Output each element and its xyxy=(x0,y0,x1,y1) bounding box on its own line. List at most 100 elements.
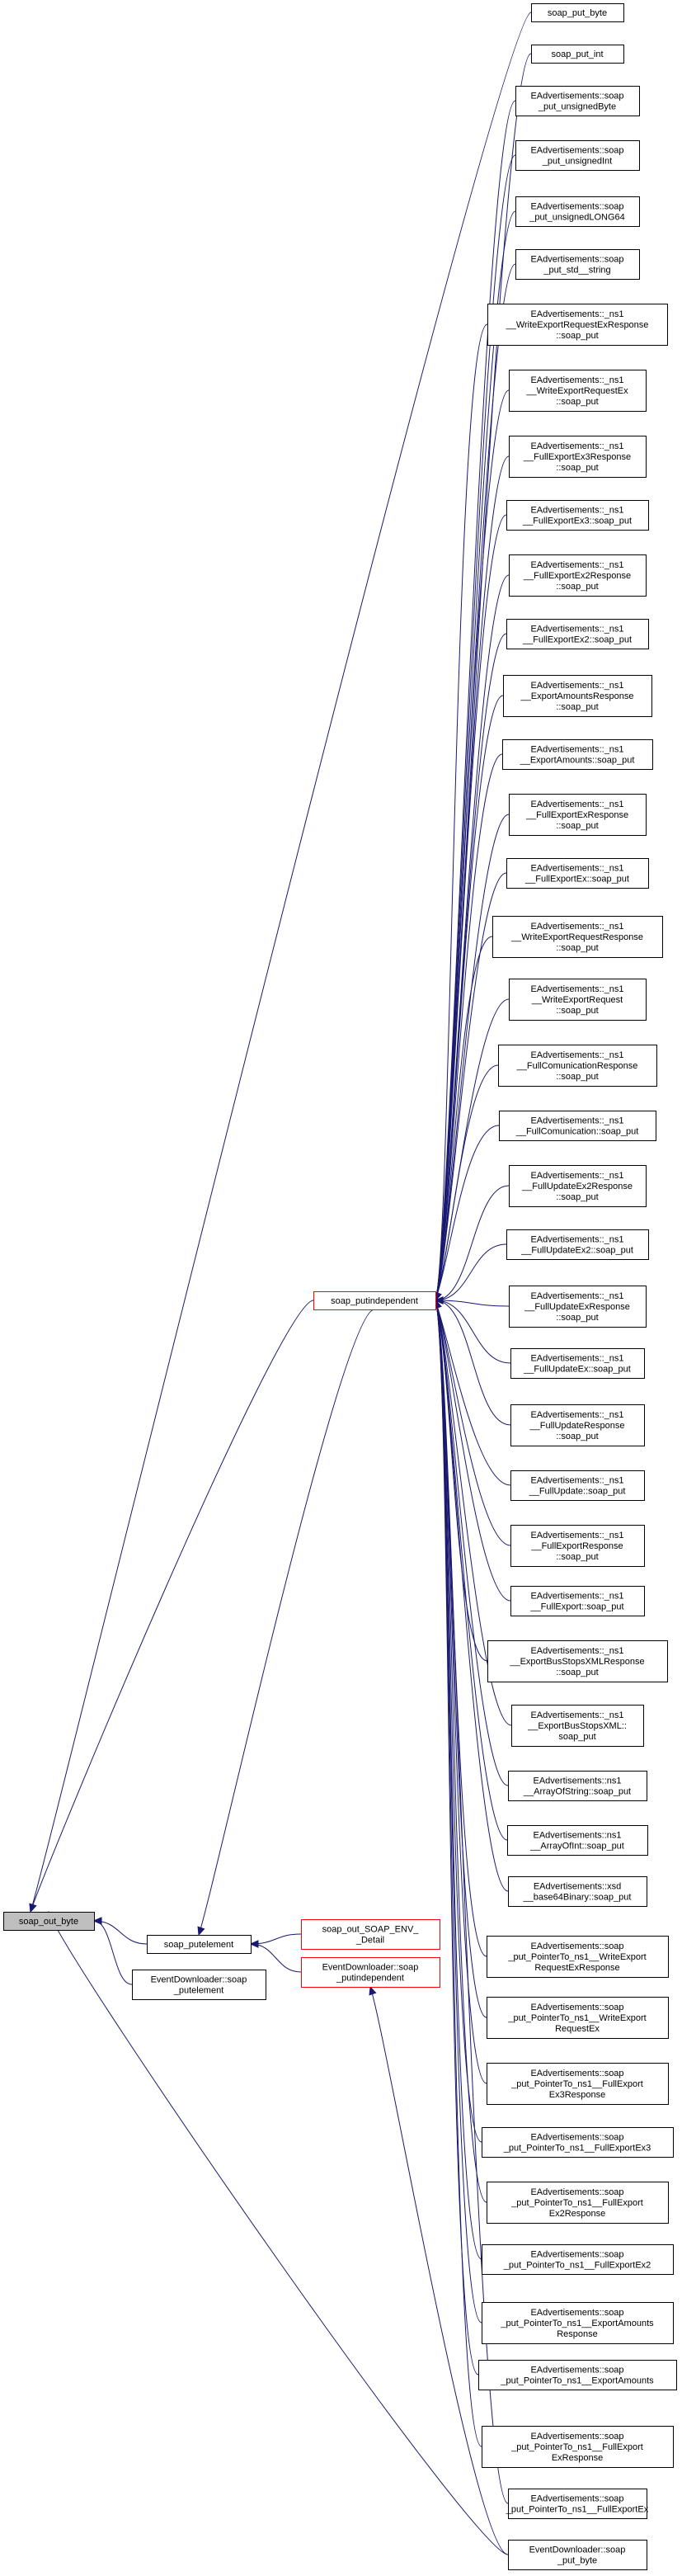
node-r15[interactable]: EAdvertisements::_ns1__FullExportEx::soa… xyxy=(506,858,649,889)
node-putelement[interactable]: soap_putelement xyxy=(147,1935,252,1954)
node-root[interactable]: soap_out_byte xyxy=(3,1912,95,1931)
node-r9[interactable]: EAdvertisements::_ns1__FullExportEx3::so… xyxy=(506,500,649,531)
node-label: __ExportAmounts::soap_put xyxy=(520,756,635,766)
node-box xyxy=(515,140,640,171)
node-label: EAdvertisements::soap xyxy=(530,202,623,212)
node-r10[interactable]: EAdvertisements::_ns1__FullExportEx2Resp… xyxy=(509,554,647,597)
node-box xyxy=(3,1912,95,1931)
node-r23[interactable]: EAdvertisements::_ns1__FullUpdateEx::soa… xyxy=(510,1348,645,1379)
node-label: ExResponse xyxy=(552,2453,603,2463)
node-label: __ArrayOfInt::soap_put xyxy=(529,1842,624,1852)
edge-r19-to-putindependent xyxy=(435,1125,500,1301)
edge-r27-to-putindependent xyxy=(435,1300,511,1602)
node-r35[interactable]: EAdvertisements::soap_put_PointerTo_ns1_… xyxy=(487,2063,669,2105)
node-r30[interactable]: EAdvertisements::ns1__ArrayOfString::soa… xyxy=(508,1771,647,1801)
node-label: EAdvertisements::ns1 xyxy=(534,1831,622,1841)
node-r26[interactable]: EAdvertisements::_ns1__FullExportRespons… xyxy=(510,1525,645,1567)
node-label: ::soap_put xyxy=(556,397,598,407)
node-r40[interactable]: EAdvertisements::soap_put_PointerTo_ns1_… xyxy=(478,2360,677,2390)
node-label: _putelement xyxy=(173,1986,224,1996)
edge-putindependent-to-putelement xyxy=(198,1309,375,1936)
node-box xyxy=(301,1957,440,1988)
node-r4[interactable]: EAdvertisements::soap_put_unsignedLONG64 xyxy=(515,196,640,227)
node-box xyxy=(511,1705,644,1747)
node-r39[interactable]: EAdvertisements::soap_put_PointerTo_ns1_… xyxy=(482,2302,674,2344)
node-r6[interactable]: EAdvertisements::_ns1__WriteExportReques… xyxy=(487,304,668,346)
node-r7[interactable]: EAdvertisements::_ns1__WriteExportReques… xyxy=(509,370,647,412)
node-ev-putelement[interactable]: EventDownloader::soap_putelement xyxy=(132,1970,266,2000)
node-r31[interactable]: EAdvertisements::ns1__ArrayOfInt::soap_p… xyxy=(507,1825,648,1856)
node-r20[interactable]: EAdvertisements::_ns1__FullUpdateEx2Resp… xyxy=(509,1165,647,1207)
node-label: _put_PointerTo_ns1__WriteExport xyxy=(507,1952,646,1962)
edge-r23-to-putindependent xyxy=(435,1300,511,1364)
node-box xyxy=(492,916,663,958)
node-r34[interactable]: EAdvertisements::soap_put_PointerTo_ns1_… xyxy=(487,1997,669,2039)
node-r18[interactable]: EAdvertisements::_ns1__FullComunicationR… xyxy=(498,1045,657,1087)
node-r14[interactable]: EAdvertisements::_ns1__FullExportExRespo… xyxy=(509,794,647,836)
node-r1[interactable]: soap_put_int xyxy=(531,45,624,64)
node-r41[interactable]: EAdvertisements::soap_put_PointerTo_ns1_… xyxy=(482,2426,674,2468)
node-label: __ExportAmountsResponse xyxy=(520,691,634,701)
node-box xyxy=(509,1165,647,1207)
node-label: _put_PointerTo_ns1__FullExportEx2 xyxy=(503,2261,651,2271)
node-r32[interactable]: EAdvertisements::xsd__base64Binary::soap… xyxy=(508,1876,647,1907)
node-label: EAdvertisements::_ns1 xyxy=(530,309,623,319)
node-ev-putindependent[interactable]: EventDownloader::soap_putindependent xyxy=(301,1957,440,1988)
node-label: EAdvertisements::_ns1 xyxy=(530,441,623,451)
node-box xyxy=(509,794,647,836)
node-r33[interactable]: EAdvertisements::soap_put_PointerTo_ns1_… xyxy=(487,1936,669,1978)
node-r8[interactable]: EAdvertisements::_ns1__FullExportEx3Resp… xyxy=(509,436,647,478)
node-label: _put_PointerTo_ns1__FullExport xyxy=(510,2079,643,2089)
node-r2[interactable]: EAdvertisements::soap_put_unsignedByte xyxy=(515,86,640,116)
edge-r18-to-putindependent xyxy=(435,1064,499,1301)
node-r17[interactable]: EAdvertisements::_ns1__WriteExportReques… xyxy=(509,979,647,1021)
node-r0[interactable]: soap_put_byte xyxy=(531,3,624,22)
edge-r9-to-putindependent xyxy=(435,514,507,1301)
node-label: __FullExportResponse xyxy=(530,1541,623,1551)
node-label: EAdvertisements::soap xyxy=(530,2308,623,2318)
node-label: _putindependent xyxy=(336,1974,404,1984)
node-r22[interactable]: EAdvertisements::_ns1__FullUpdateExRespo… xyxy=(509,1286,647,1328)
node-box xyxy=(487,1997,669,2039)
node-r13[interactable]: EAdvertisements::_ns1__ExportAmounts::so… xyxy=(502,739,653,770)
node-r42[interactable]: EAdvertisements::soap_put_PointerTo_ns1_… xyxy=(506,2489,649,2519)
node-label: _put_byte xyxy=(557,2556,597,2566)
node-r19[interactable]: EAdvertisements::_ns1__FullComunication:… xyxy=(499,1111,656,1141)
node-label: __FullExport::soap_put xyxy=(529,1602,623,1612)
node-label: __WriteExportRequestEx xyxy=(525,386,628,396)
node-r21[interactable]: EAdvertisements::_ns1__FullUpdateEx2::so… xyxy=(506,1229,649,1260)
node-r16[interactable]: EAdvertisements::_ns1__WriteExportReques… xyxy=(492,916,663,958)
node-r3[interactable]: EAdvertisements::soap_put_unsignedInt xyxy=(515,140,640,171)
node-r11[interactable]: EAdvertisements::_ns1__FullExportEx2::so… xyxy=(506,619,649,649)
node-label: ::soap_put xyxy=(556,1192,598,1202)
node-r36[interactable]: EAdvertisements::soap_put_PointerTo_ns1_… xyxy=(482,2127,674,2158)
node-soap-env-detail[interactable]: soap_out_SOAP_ENV__Detail xyxy=(301,1919,440,1950)
node-label: EAdvertisements::_ns1 xyxy=(530,1476,623,1486)
node-box xyxy=(507,1825,648,1856)
graph-nodes: soap_out_byte soap_putelementEventDownloa… xyxy=(3,3,677,2570)
node-box xyxy=(506,500,649,531)
node-label: EAdvertisements::_ns1 xyxy=(530,506,623,516)
node-label: RequestExResponse xyxy=(534,1963,619,1973)
node-label: soap_put_int xyxy=(552,50,604,59)
node-label: _put_PointerTo_ns1__FullExport xyxy=(510,2198,643,2208)
node-r43[interactable]: EventDownloader::soap_put_byte xyxy=(508,2540,647,2570)
node-putindependent[interactable]: soap_putindependent xyxy=(313,1291,436,1310)
node-r27[interactable]: EAdvertisements::_ns1__FullExport::soap_… xyxy=(510,1586,645,1616)
node-r12[interactable]: EAdvertisements::_ns1__ExportAmountsResp… xyxy=(503,675,652,717)
edge-arrowhead xyxy=(434,1296,444,1305)
node-r5[interactable]: EAdvertisements::soap_put_std__string xyxy=(515,249,640,280)
node-label: _put_PointerTo_ns1__FullExport xyxy=(510,2442,643,2452)
node-r37[interactable]: EAdvertisements::soap_put_PointerTo_ns1_… xyxy=(487,2182,669,2224)
node-r25[interactable]: EAdvertisements::_ns1__FullUpdate::soap_… xyxy=(510,1470,645,1501)
node-box xyxy=(510,1404,645,1446)
node-box xyxy=(510,1348,645,1379)
node-r28[interactable]: EAdvertisements::_ns1__ExportBusStopsXML… xyxy=(487,1640,668,1682)
node-r29[interactable]: EAdvertisements::_ns1__ExportBusStopsXML… xyxy=(511,1705,644,1747)
node-r38[interactable]: EAdvertisements::soap_put_PointerTo_ns1_… xyxy=(482,2244,674,2275)
node-label: __WriteExportRequest xyxy=(531,995,623,1005)
edge-arrowhead xyxy=(249,1940,259,1948)
node-label: __WriteExportRequestResponse xyxy=(510,932,643,942)
node-label: EAdvertisements::_ns1 xyxy=(530,681,623,691)
node-r24[interactable]: EAdvertisements::_ns1__FullUpdateRespons… xyxy=(510,1404,645,1446)
